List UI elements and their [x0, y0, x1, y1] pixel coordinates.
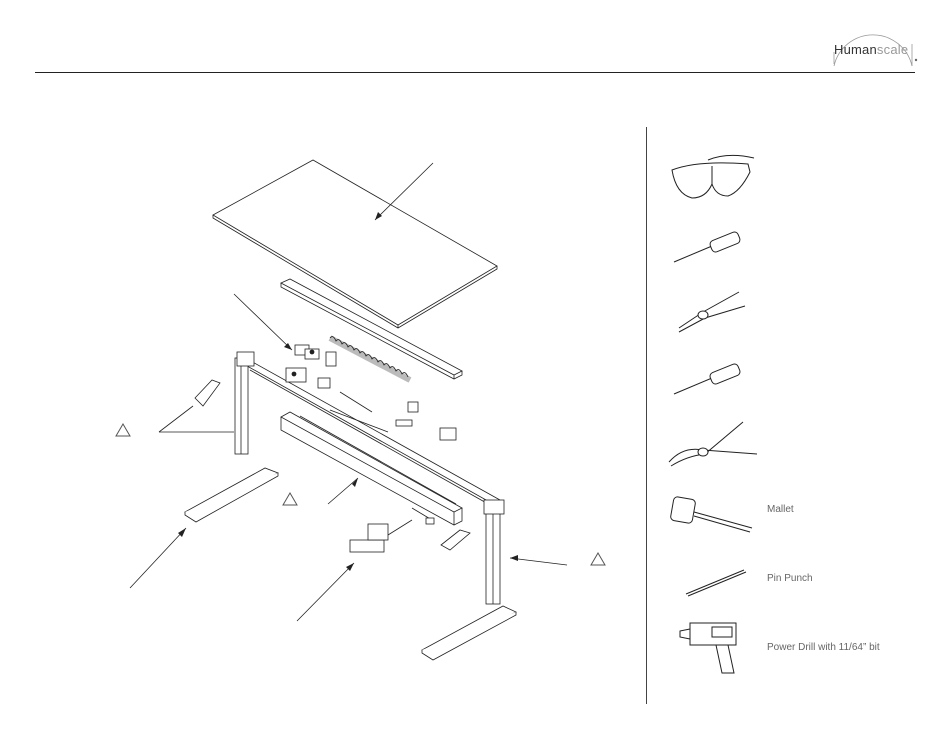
flathead-screwdriver-icon: [670, 360, 750, 400]
left-leg-bracket: [195, 380, 220, 406]
safety-glasses-icon: [668, 150, 758, 206]
tool-label-mallet: Mallet: [767, 504, 794, 515]
callout-arrow-left-foot: [130, 528, 186, 588]
arrowhead: [510, 555, 518, 561]
motor-assembly: [350, 508, 434, 552]
callout-arrow-motor: [297, 563, 354, 621]
callout-arrow-brackets: [234, 294, 292, 350]
top-frame: [240, 355, 500, 505]
callout-arrow-desktop: [375, 163, 433, 220]
recycle-triangle-icon: [589, 551, 607, 567]
left-foot: [185, 468, 278, 522]
phillips-screwdriver-icon: [670, 228, 750, 268]
tool-label-power-drill: Power Drill with 11/64” bit: [767, 642, 880, 653]
callout-arrow-right-leg: [510, 558, 567, 565]
callout-arrow-left-leg-b: [159, 406, 193, 432]
desktop-panel: [213, 160, 497, 328]
power-drill-icon: [678, 617, 742, 679]
left-leg: [235, 352, 254, 454]
recycle-triangle-icon: [114, 422, 132, 438]
pliers-icon: [673, 288, 753, 340]
tool-label-pin-punch: Pin Punch: [767, 573, 813, 584]
snap-ring-pliers-icon: [663, 416, 763, 476]
right-leg-bracket: [441, 530, 470, 550]
recycle-triangle-icon: [281, 491, 299, 507]
mallet-icon: [668, 492, 754, 536]
arrowhead: [284, 343, 292, 350]
right-leg: [484, 500, 504, 604]
lower-channel: [281, 412, 462, 525]
callout-arrow-channel: [328, 478, 358, 504]
pin-punch-icon: [684, 566, 748, 598]
right-foot: [422, 606, 516, 660]
